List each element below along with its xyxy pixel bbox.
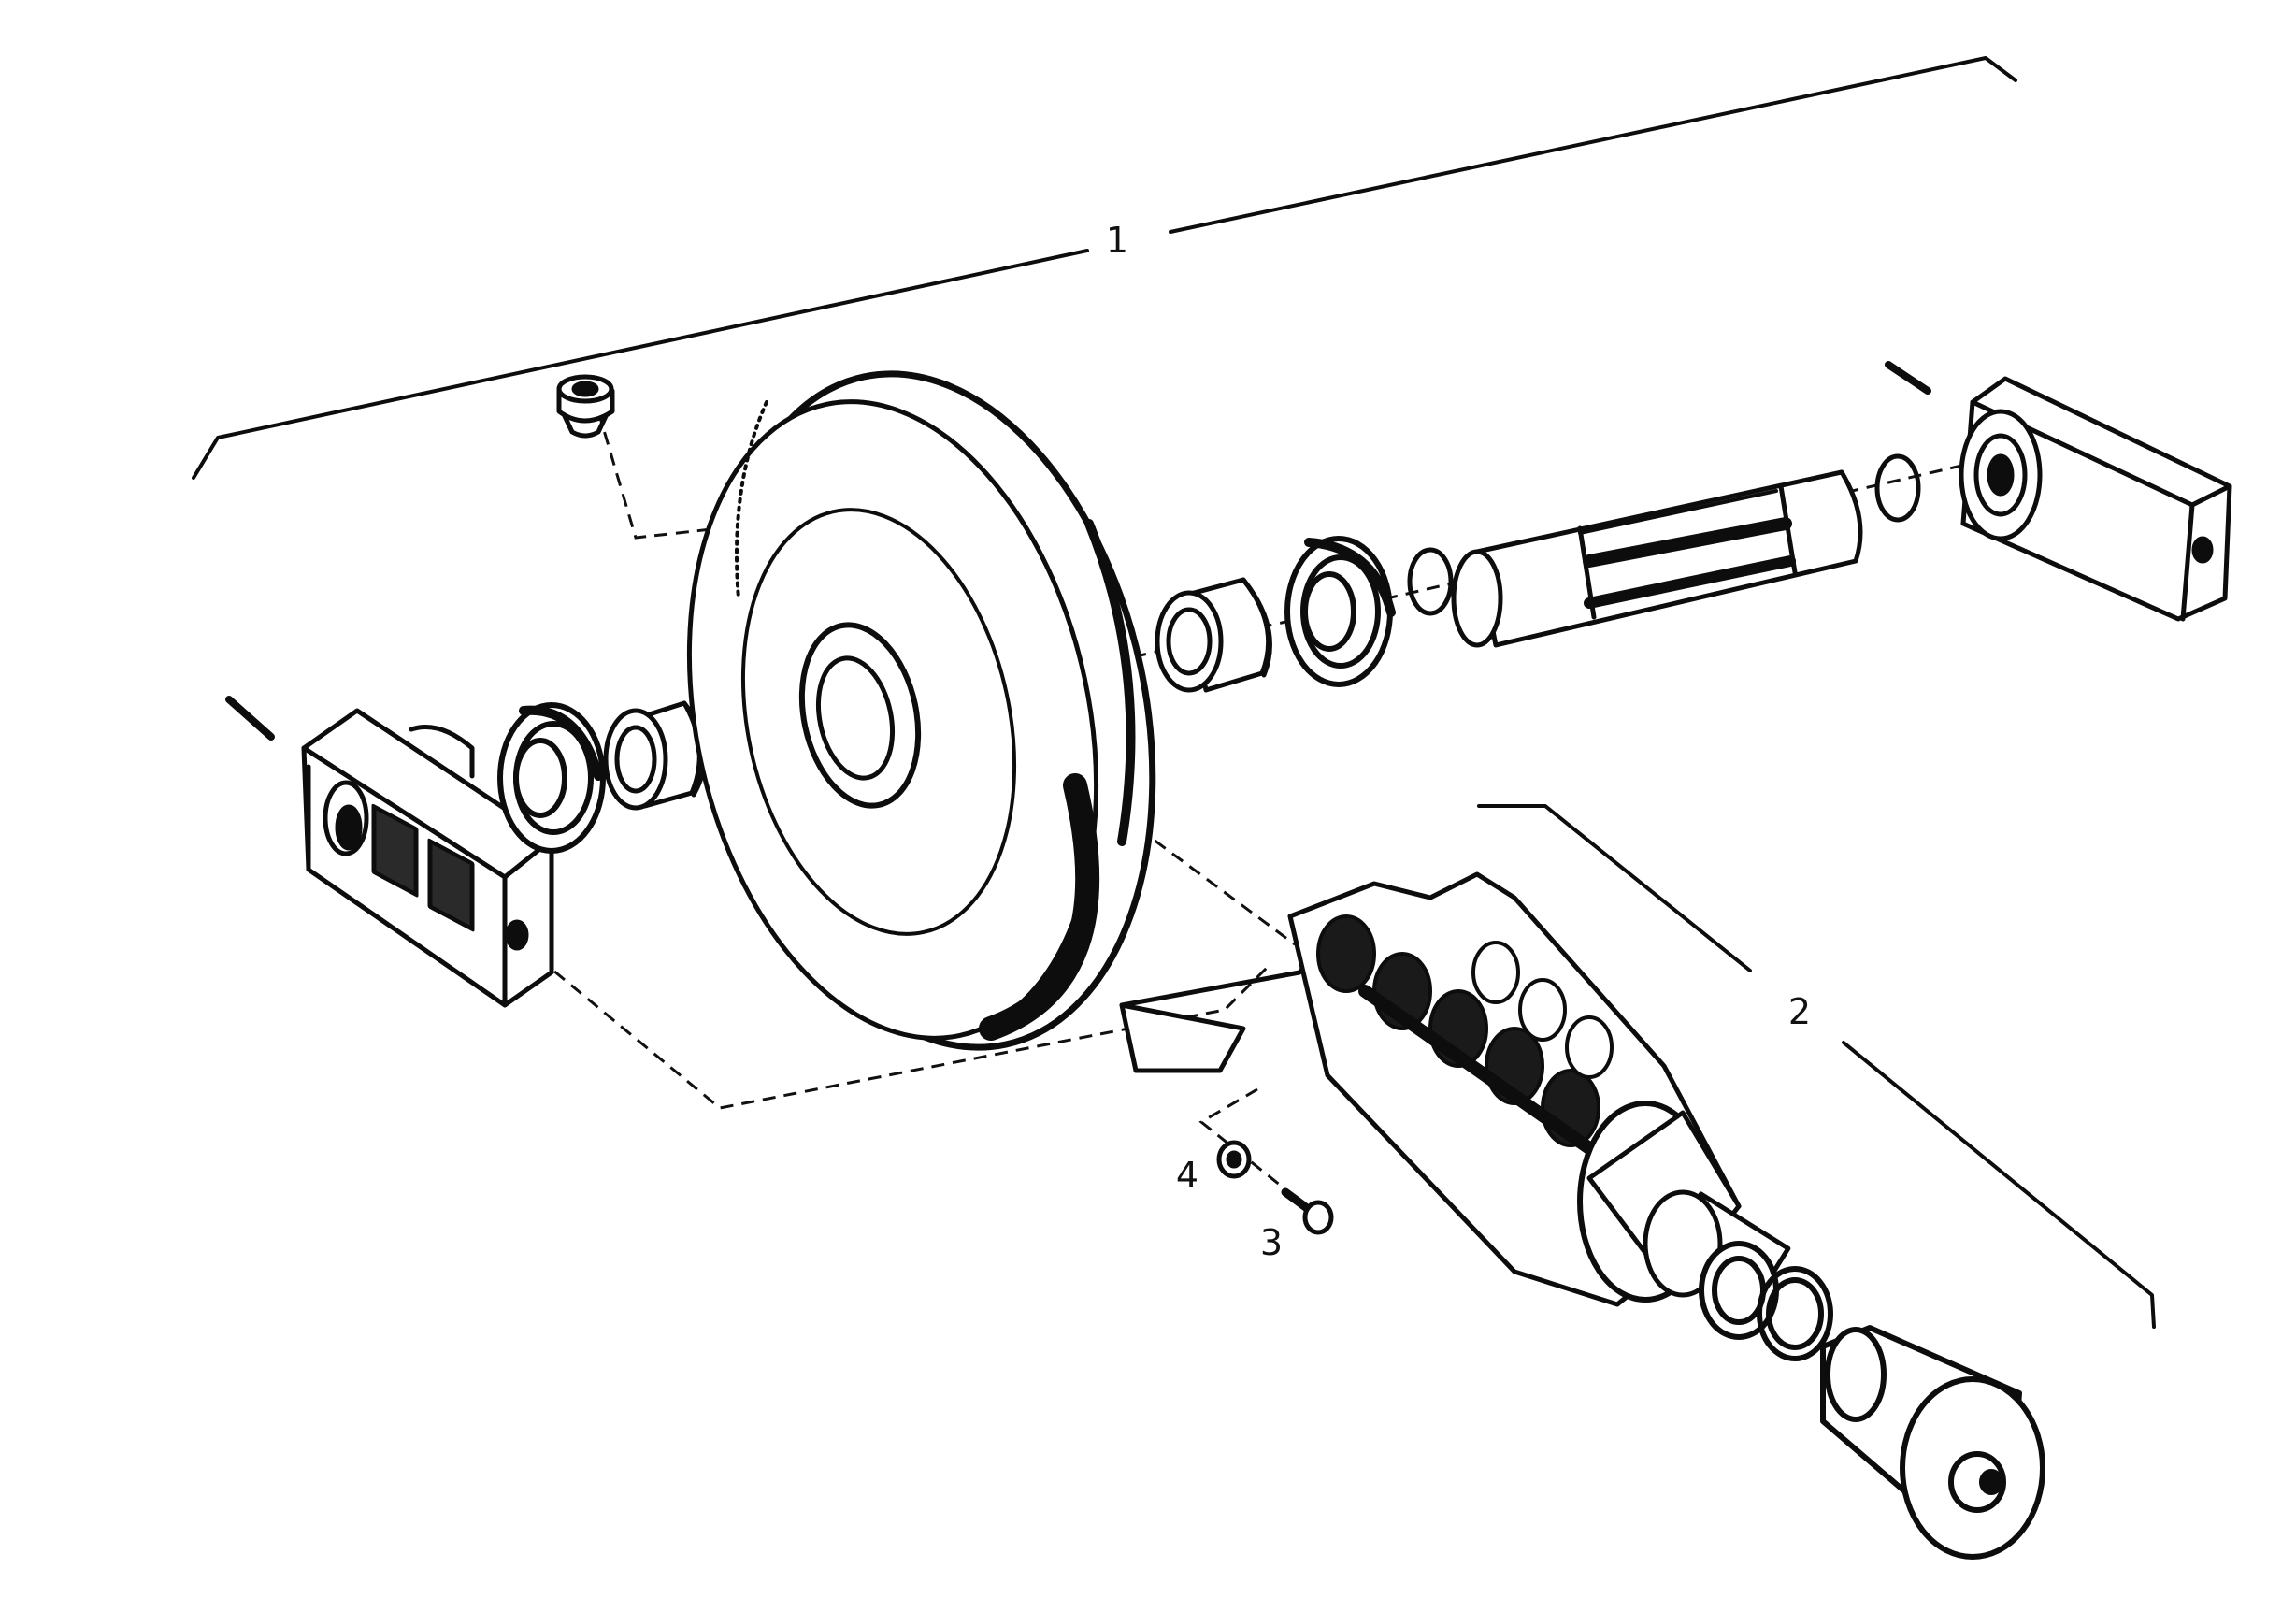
recoil-ring <box>1757 1266 1833 1361</box>
o-ring-right <box>1874 453 1921 523</box>
bolt <box>1281 1187 1334 1235</box>
callout-3: 3 <box>1260 1222 1283 1263</box>
washer <box>1216 1140 1252 1179</box>
callout-4: 4 <box>1176 1155 1198 1196</box>
right-bearing-block <box>1885 361 2232 622</box>
idler-shaft <box>1451 469 1863 648</box>
callout-2: 2 <box>1788 991 1811 1032</box>
left-seal <box>497 702 606 854</box>
assembly-2-bracket <box>1477 804 2156 1329</box>
right-bushing <box>1155 577 1272 693</box>
left-bushing <box>603 700 708 811</box>
o-ring-left <box>1407 547 1454 616</box>
fill-plug <box>556 374 615 439</box>
callout-1: 1 <box>1106 220 1128 261</box>
right-seal <box>1284 536 1396 687</box>
left-bearing-block <box>225 696 554 1008</box>
idler-wheel <box>686 370 1156 1051</box>
recoil-end-cap <box>1820 1325 2045 1560</box>
assembly-1-bracket <box>192 56 2017 480</box>
recoil-spring-assembly <box>1119 871 1791 1315</box>
